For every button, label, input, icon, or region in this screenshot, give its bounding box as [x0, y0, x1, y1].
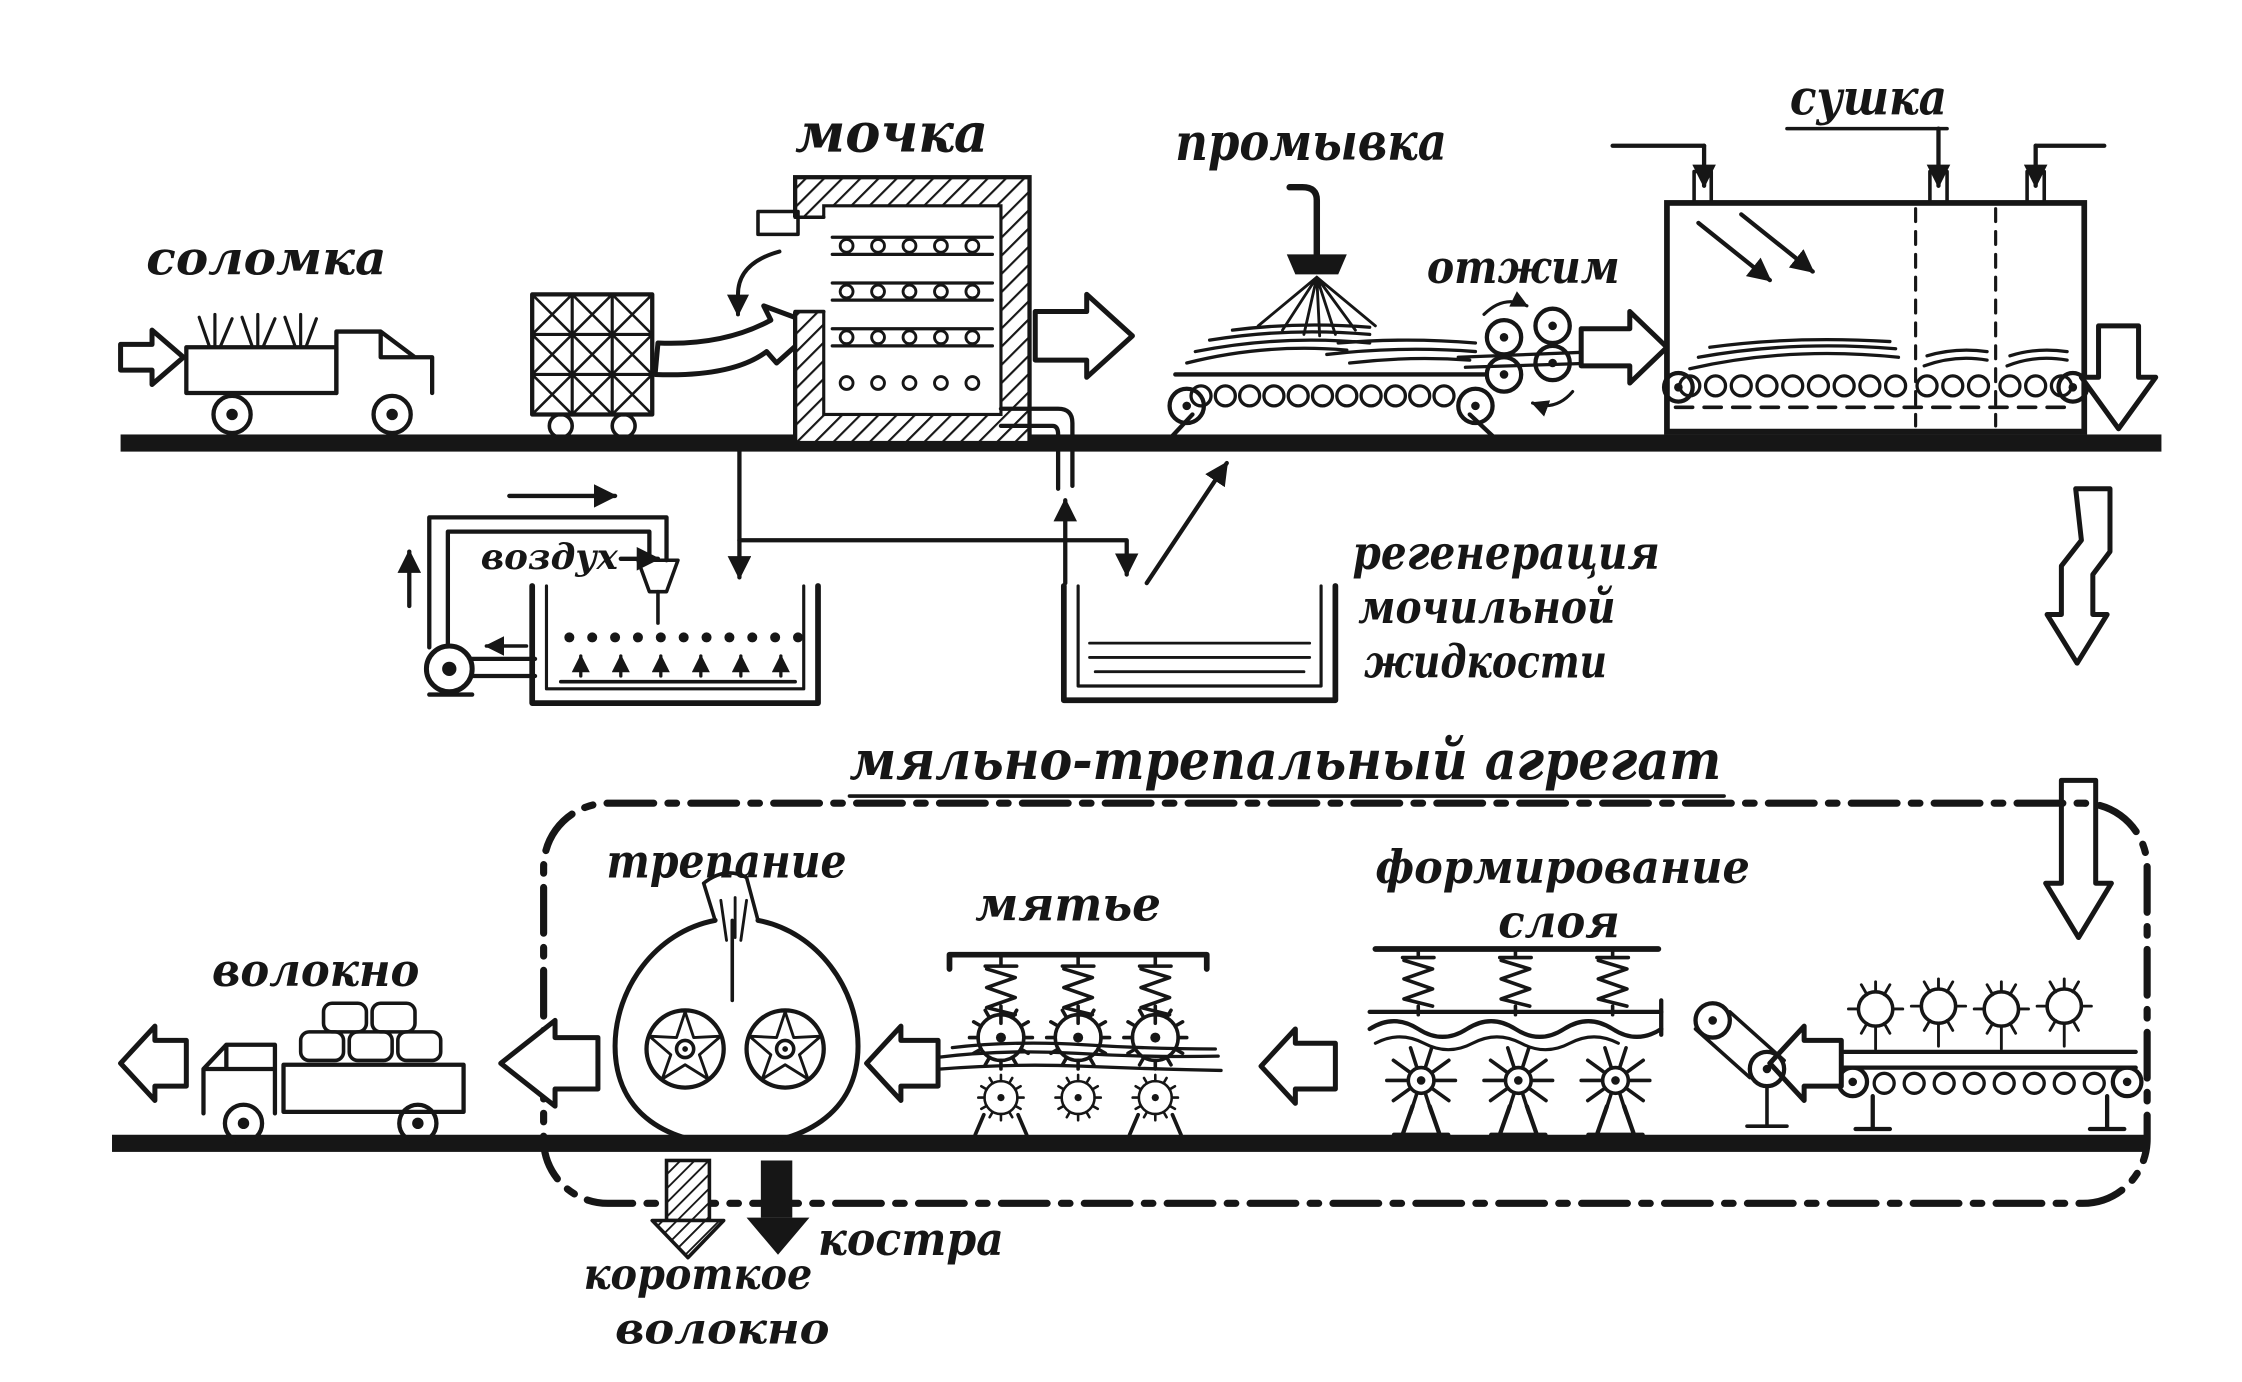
shive-label: костра [818, 1212, 1004, 1266]
retting-label: мочка [795, 100, 988, 164]
straw-truck [184, 312, 435, 436]
layer-feeder-rollers [1693, 1001, 1789, 1128]
scutching-label: трепание [607, 835, 847, 890]
retting-to-washing-arrow-icon [1032, 291, 1135, 380]
wringing-to-drying-arrow-icon [1578, 309, 1670, 386]
right-bend-arrow-icon [2044, 486, 2113, 666]
retting-chamber [726, 175, 1075, 491]
output-arrow-icon [118, 1023, 189, 1103]
regeneration-line-1: регенерация [1353, 526, 1660, 581]
wringing-label: отжим [1427, 240, 1620, 294]
input-arrow-icon [118, 327, 186, 387]
aeration-tank [529, 583, 821, 707]
washing-shower [1256, 184, 1377, 338]
straw-crates-stack [530, 292, 655, 440]
drying-chamber [1610, 126, 2107, 435]
regeneration-line-2: мочильной [1358, 580, 1615, 634]
layer-forming-machine [1367, 946, 1789, 1135]
washing-label: промывка [1175, 113, 1447, 173]
straw-label: соломка [146, 231, 386, 286]
layer-to-breaking-arrow-icon [1258, 1026, 1338, 1106]
breaking-to-scutching-arrow-icon [864, 1023, 941, 1103]
feed-arrow-icon [652, 303, 821, 378]
drying-label: сушка [1790, 69, 1947, 126]
fiber-truck [201, 1001, 466, 1145]
unit-border [540, 799, 2151, 1207]
short-fiber-arrow-icon [650, 1158, 726, 1260]
short-fiber-label: короткое волокно [584, 1250, 830, 1354]
ground-line-bottom [112, 1134, 2148, 1152]
layer-forming-line-1: формирование [1375, 840, 1749, 894]
wringing-rollers [1456, 291, 1603, 417]
air-pipes [397, 484, 680, 650]
washing-conveyor [1167, 323, 1495, 439]
air-pump [423, 636, 538, 697]
breaking-label: мятье [975, 877, 1161, 932]
conveyor-to-layer-arrow-icon [1767, 1023, 1844, 1103]
unit-feed-conveyor [1836, 977, 2144, 1132]
unit-feed-arrow-icon [2043, 777, 2114, 941]
fiber-label: волокно [212, 943, 419, 997]
washer-return-line [1144, 460, 1229, 586]
ground-line-top [120, 434, 2162, 452]
short-fiber-line-2: волокно [615, 1304, 829, 1354]
breaking-machine [933, 951, 1223, 1137]
transfer-line [737, 538, 1139, 577]
regeneration-tank [1053, 497, 1339, 704]
unit-title: мяльно-трепальный агрегат [849, 728, 1721, 792]
drying-exit-arrow-icon [2078, 323, 2159, 432]
retting-trays [830, 235, 995, 391]
short-fiber-line-1: короткое [584, 1250, 813, 1300]
air-label: воздух [481, 536, 619, 578]
retting-drain-pipe [998, 406, 1075, 491]
regeneration-label: регенерация мочильной жидкости [1353, 526, 1660, 689]
regeneration-line-3: жидкости [1364, 634, 1607, 688]
shive-arrow-icon [746, 1160, 810, 1255]
layer-forming-line-2: слоя [1498, 895, 1619, 949]
layer-forming-label: формирование слоя [1375, 840, 1749, 948]
scutching-exit-arrow-icon [498, 1017, 601, 1109]
scutching-machine [612, 871, 861, 1148]
